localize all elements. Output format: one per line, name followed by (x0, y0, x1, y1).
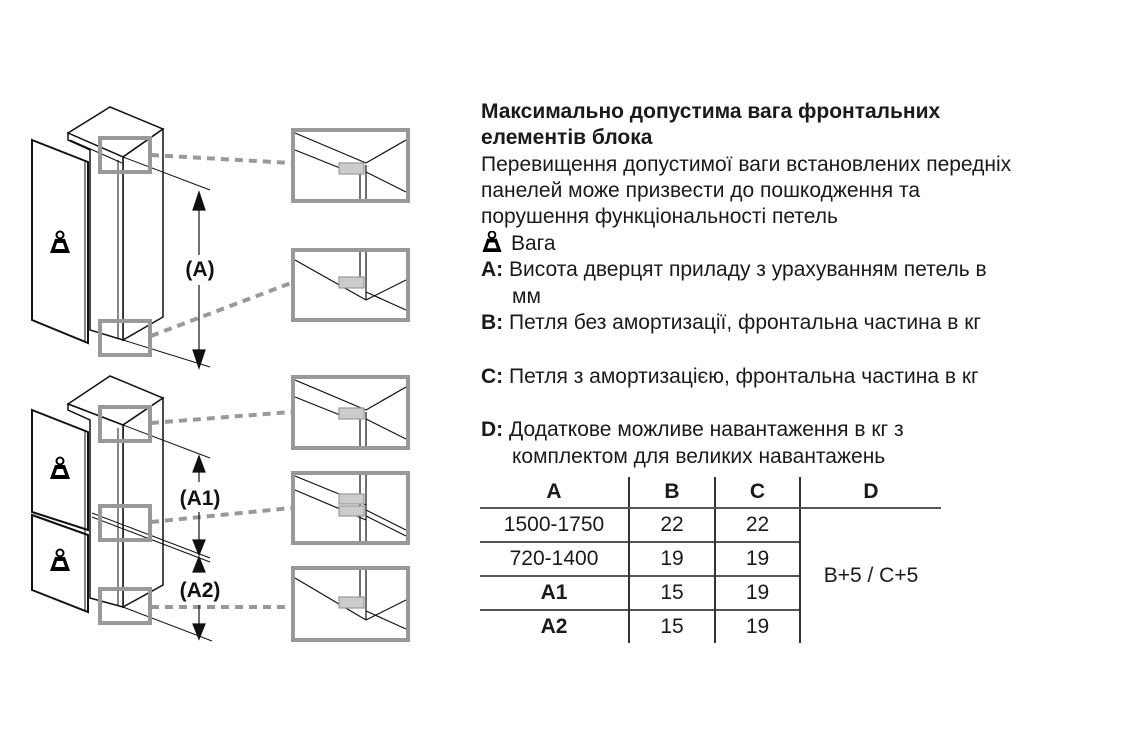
legend-key-a: A: (481, 258, 504, 281)
legend-a: A: Висота дверцят приладу з урахуванням … (481, 257, 987, 284)
dimension-label-a1: (A1) (180, 487, 221, 510)
table-row: 720-1400 19 19 (480, 541, 941, 576)
cell-b: 15 (629, 609, 716, 643)
cell-a: A1 (480, 575, 630, 610)
dimension-label-a: (A) (185, 258, 214, 281)
dimension-label-a2: (A2) (180, 579, 221, 602)
weight-icon (481, 231, 503, 253)
cell-c: 19 (715, 575, 801, 610)
legend-c-text: Петля з амортизацією, фронтальна частина… (509, 365, 979, 388)
cell-d: B+5 / C+5 (823, 564, 919, 587)
cell-b: 19 (629, 541, 716, 576)
title-line-1: Максимально допустима вага фронтальних (481, 100, 941, 123)
legend-key-b: B: (481, 311, 504, 334)
legend-d-text: Додаткове можливе навантаження в кг з (509, 418, 904, 441)
legend-key-c: C: (481, 365, 504, 388)
cell-b: 15 (629, 575, 716, 610)
header-a: A (480, 477, 630, 509)
legend-a-line-2: мм (512, 285, 541, 308)
header-d: D (800, 477, 941, 509)
single-door-appliance (31, 106, 211, 368)
weight-table: A B C D 1500-1750 22 22 B+5 / C+5 720-14… (480, 477, 941, 643)
cell-c: 19 (715, 541, 801, 576)
description-line-3: порушення функціональності петель (481, 205, 838, 228)
description-line-2: панелей може призвести до пошкодження та (481, 179, 921, 202)
cell-c: 19 (715, 609, 801, 643)
description-line-1: Перевищення допустимої ваги встановлених… (481, 153, 1012, 176)
header-c: C (715, 477, 801, 509)
legend-b: B: Петля без амортизації, фронтальна час… (481, 310, 981, 337)
legend-weight-label: Вага (511, 232, 556, 255)
table-row: 1500-1750 22 22 B+5 / C+5 (480, 508, 941, 587)
legend-c: C: Петля з амортизацією, фронтальна част… (481, 364, 979, 391)
legend-key-d: D: (481, 418, 504, 441)
cell-a: 720-1400 (480, 541, 630, 576)
legend-d: D: Додаткове можливе навантаження в кг з (481, 417, 904, 444)
cell-b: 22 (629, 508, 716, 542)
legend-a-text: Висота дверцят приладу з урахуванням пет… (509, 258, 987, 281)
table-row: A2 15 19 (480, 609, 941, 643)
cell-a: 1500-1750 (480, 508, 630, 542)
title-line-2: елементів блока (481, 126, 653, 149)
header-b: B (629, 477, 716, 509)
legend-d-line-2: комплектом для великих навантажень (512, 445, 886, 468)
cell-a: A2 (480, 609, 630, 643)
hinge-diagram: (A) (31, 106, 410, 642)
table-header: A B C D (480, 477, 941, 509)
table-row: A1 15 19 (480, 575, 941, 610)
legend-b-text: Петля без амортизації, фронтальна частин… (509, 311, 982, 334)
cell-c: 22 (715, 508, 801, 542)
legend-weight: Вага (481, 231, 556, 258)
